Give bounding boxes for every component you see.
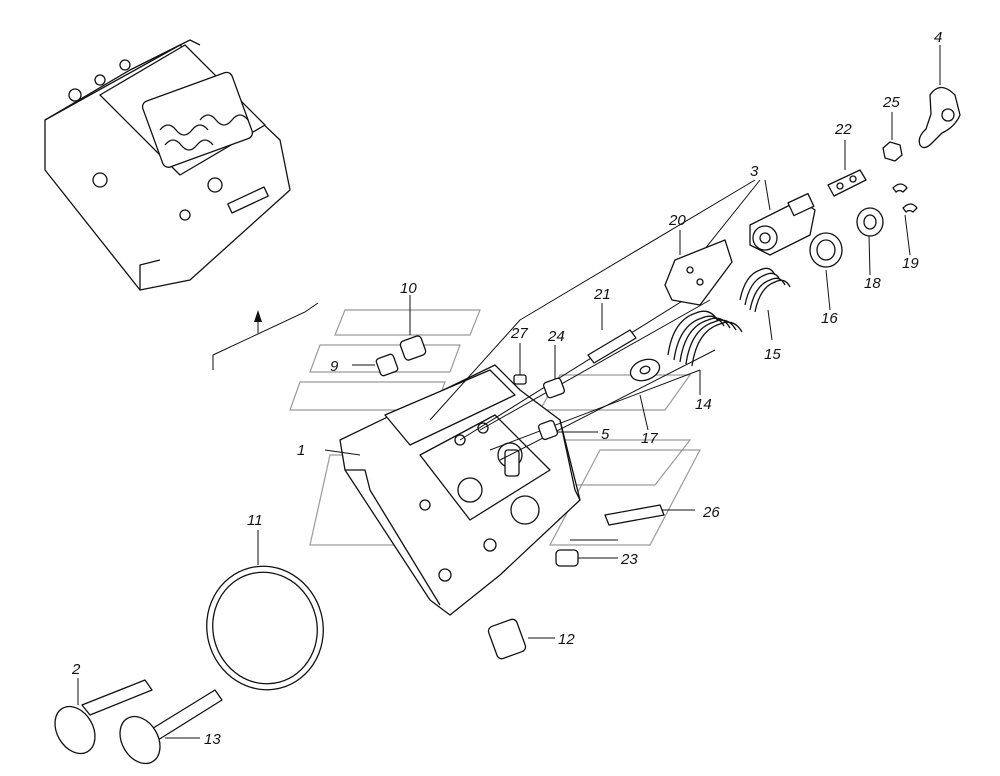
callout-13: 13 — [204, 731, 221, 748]
insert-24 — [543, 377, 565, 399]
bracket-20 — [664, 239, 733, 306]
callout-25: 25 — [882, 94, 900, 111]
callout-10: 10 — [400, 280, 417, 297]
stud-21 — [587, 329, 637, 364]
insert-5 — [537, 419, 559, 441]
sleeve-23 — [555, 549, 579, 567]
plug-27 — [513, 374, 527, 385]
spring-15 — [739, 267, 791, 313]
plug-12 — [487, 618, 527, 660]
callout-21: 21 — [593, 286, 611, 303]
cylinder-head — [339, 364, 581, 616]
callout-27: 27 — [510, 325, 528, 342]
callout-19: 19 — [902, 255, 919, 272]
callout-1: 1 — [297, 442, 305, 459]
callout-9: 9 — [330, 358, 339, 375]
assembled-head-illustration — [44, 39, 291, 291]
plate-22 — [827, 169, 867, 197]
callout-2: 2 — [71, 661, 81, 678]
guide-9 — [375, 353, 399, 377]
stud-26 — [604, 504, 665, 526]
guide-10 — [399, 335, 427, 361]
callout-16: 16 — [821, 310, 838, 327]
callout-23: 23 — [620, 551, 638, 568]
callout-17: 17 — [641, 430, 658, 447]
nut-25 — [882, 141, 903, 162]
gasket-ring-11 — [206, 565, 324, 691]
washer-16 — [809, 232, 843, 268]
valve-13 — [119, 689, 223, 765]
callout-11: 11 — [247, 512, 263, 529]
callout-4: 4 — [934, 29, 942, 46]
rocker-arm — [918, 86, 961, 149]
washer-17 — [629, 358, 661, 382]
seal-18 — [856, 207, 884, 237]
callout-18: 18 — [864, 275, 881, 292]
valve-2 — [54, 679, 153, 755]
rocker-shaft-bracket — [749, 192, 816, 256]
direction-arrow — [212, 302, 319, 370]
callout-3: 3 — [750, 163, 759, 180]
callout-20: 20 — [668, 212, 686, 229]
callout-22: 22 — [834, 121, 852, 138]
spring-14 — [667, 310, 743, 367]
callout-5: 5 — [601, 426, 610, 443]
callout-12: 12 — [558, 631, 575, 648]
callout-26: 26 — [702, 504, 720, 521]
callout-24: 24 — [547, 328, 565, 345]
leader-lines — [77, 45, 941, 739]
callout-15: 15 — [764, 346, 781, 363]
callout-14: 14 — [695, 396, 712, 413]
cotters-19 — [892, 183, 918, 213]
callout-labels: 1 2 3 4 5 9 10 11 12 13 14 15 16 17 18 1… — [71, 29, 942, 748]
